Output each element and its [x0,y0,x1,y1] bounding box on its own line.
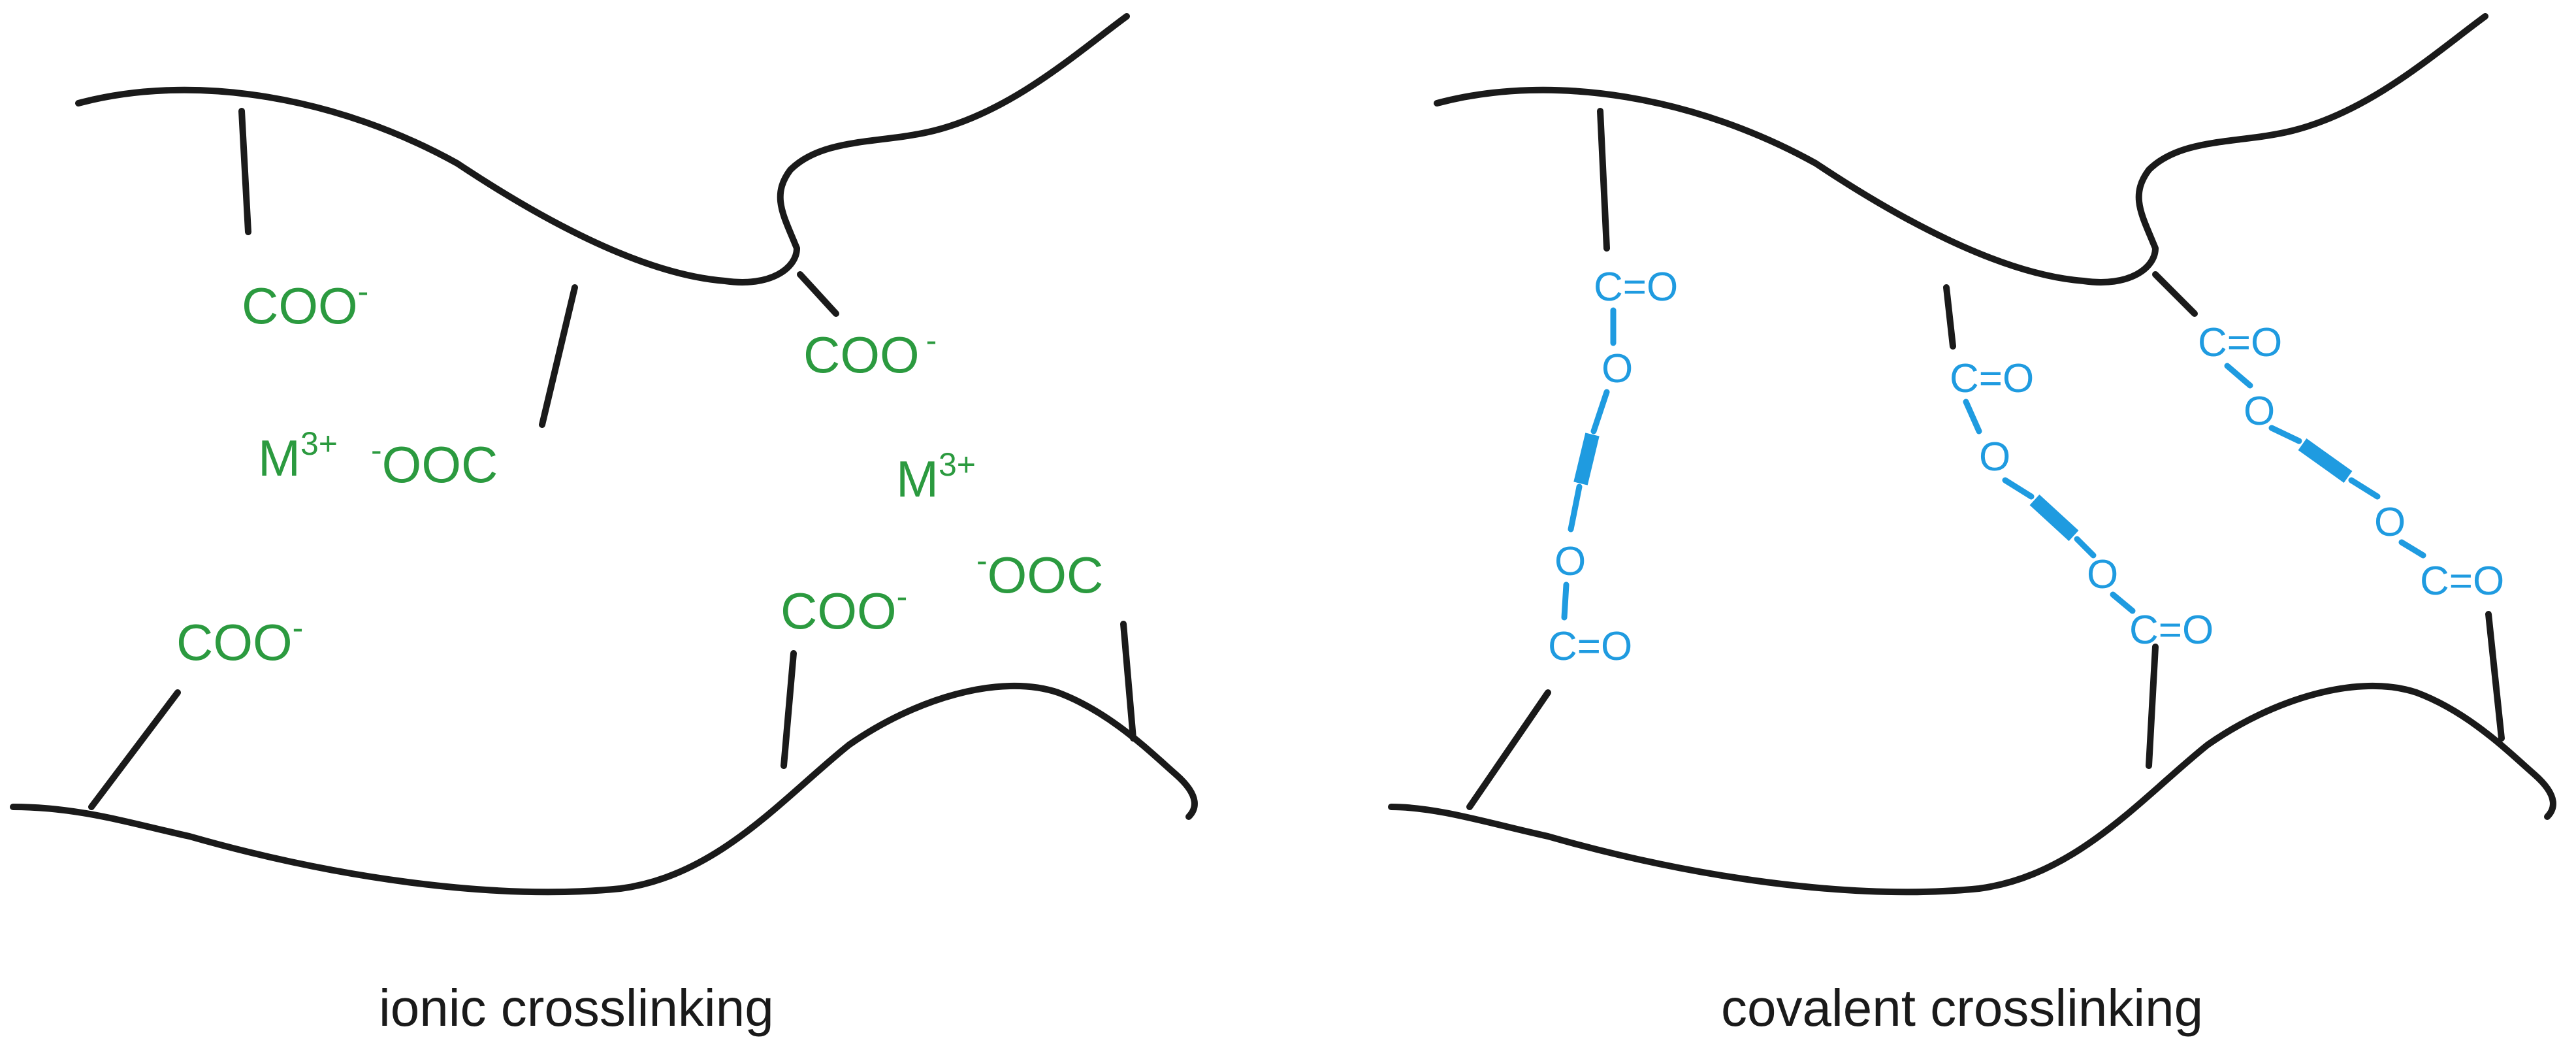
linker-block [1573,433,1600,485]
covalent-crosslink-2: C=O O O C=O [1950,356,2214,653]
ionic-side-chain-3 [797,271,839,317]
carboxylate-reverse-label: -OOC [976,542,1103,604]
covalent-crosslink-3: C=O O O C=O [2198,320,2504,604]
carbonyl-label: C=O [2198,320,2282,365]
linker-bond [2268,425,2302,444]
ionic-side-chain-1 [238,108,251,235]
carboxylate-reverse-label: -OOC [371,432,498,493]
covalent-panel: C=O O O C=O C=O O O C=O C=O O [1388,13,2556,1037]
ionic-side-chain-2 [539,284,578,428]
linker-bond [2074,536,2097,559]
covalent-caption: covalent crosslinking [1721,979,2203,1037]
ionic-upper-chain [75,13,1130,286]
carbonyl-label: C=O [1548,624,1632,669]
linker-bond [2348,477,2381,500]
linker-block [2029,494,2079,542]
ester-bond [2224,363,2253,389]
oxygen-label: O [1602,346,1633,391]
covalent-side-chain-3 [2152,271,2198,317]
carboxylate-label: COO- [803,322,937,384]
carboxylate-label: COO- [242,273,368,335]
carboxylate-label: COO- [781,578,907,640]
ionic-caption: ionic crosslinking [379,979,774,1037]
oxygen-label: O [2374,500,2406,545]
carbonyl-label: C=O [2420,559,2504,604]
ionic-panel: COO- COO- COO- COO- -OOC -OOC M3+ M3+ io… [10,13,1198,1037]
ionic-side-chain-6 [1120,621,1136,742]
ionic-lower-chain [10,682,1198,896]
carbonyl-label: C=O [1594,265,1678,310]
carbonyl-label: C=O [2129,608,2214,653]
ester-bond [2398,539,2426,559]
covalent-upper-chain [1434,13,2488,286]
oxygen-label: O [2087,552,2118,597]
covalent-side-chain-5 [2146,644,2159,769]
ester-bond [1561,581,1570,621]
covalent-side-chain-4 [1466,689,1551,810]
metal-ion-label: M3+ [896,446,976,508]
linker-bond [1590,389,1610,434]
carboxylate-label: COO- [176,610,303,671]
linker-bond [1568,483,1583,532]
oxygen-label: O [1554,539,1586,584]
ester-bond [1963,399,1982,434]
covalent-side-chain-6 [2485,611,2505,742]
carbonyl-label: C=O [1950,356,2034,401]
covalent-lower-chain [1388,682,2556,896]
ionic-side-chain-4 [88,689,181,810]
oxygen-label: O [1979,434,2010,480]
covalent-crosslink-1: C=O O O C=O [1548,265,1678,669]
covalent-side-chain-1 [1597,108,1610,252]
linker-bond [2002,477,2035,500]
ionic-side-chain-5 [781,650,797,769]
metal-ion-label: M3+ [258,425,338,487]
covalent-side-chain-2 [1943,284,1956,350]
linker-block [2298,438,2353,483]
ester-bond [2110,591,2136,614]
